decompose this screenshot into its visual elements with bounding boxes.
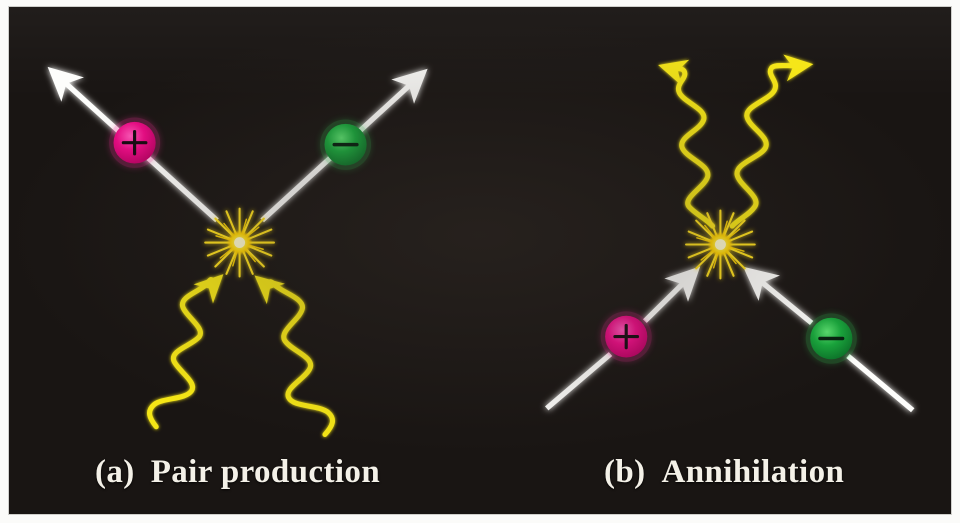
caption-a-text: Pair production (150, 454, 381, 490)
caption-a-tag: (a) (95, 454, 135, 490)
interaction-vertex-a (205, 209, 274, 277)
outgoing-photon-left-b (658, 59, 716, 229)
diagram-panel: (a) Pair production (b) Annihilation (9, 7, 951, 514)
positron-track-inner-b (642, 266, 701, 323)
incoming-photon-left-a (147, 274, 224, 430)
caption-b-text: Annihilation (661, 454, 845, 490)
electron-track-inner-b (743, 266, 814, 326)
caption-pair-production: (a) Pair production (95, 454, 380, 491)
caption-annihilation: (b) Annihilation (604, 454, 844, 491)
electron-track-outer-b (846, 353, 915, 413)
positron-track-outer-b (544, 352, 613, 411)
positron-particle-a (109, 117, 161, 168)
panel-b-annihilation (544, 54, 915, 413)
panel-a-pair-production (47, 66, 428, 438)
outgoing-photon-right-b (729, 54, 814, 229)
caption-b-tag: (b) (604, 454, 646, 490)
electron-particle-b (805, 313, 857, 364)
positron-particle-b (600, 311, 652, 362)
feynman-diagram-artwork (47, 54, 915, 438)
interaction-vertex-b (686, 211, 755, 279)
plus-icon (613, 323, 640, 350)
plus-icon (121, 130, 148, 156)
electron-particle-a (320, 119, 372, 170)
incoming-photon-right-a (254, 275, 336, 438)
